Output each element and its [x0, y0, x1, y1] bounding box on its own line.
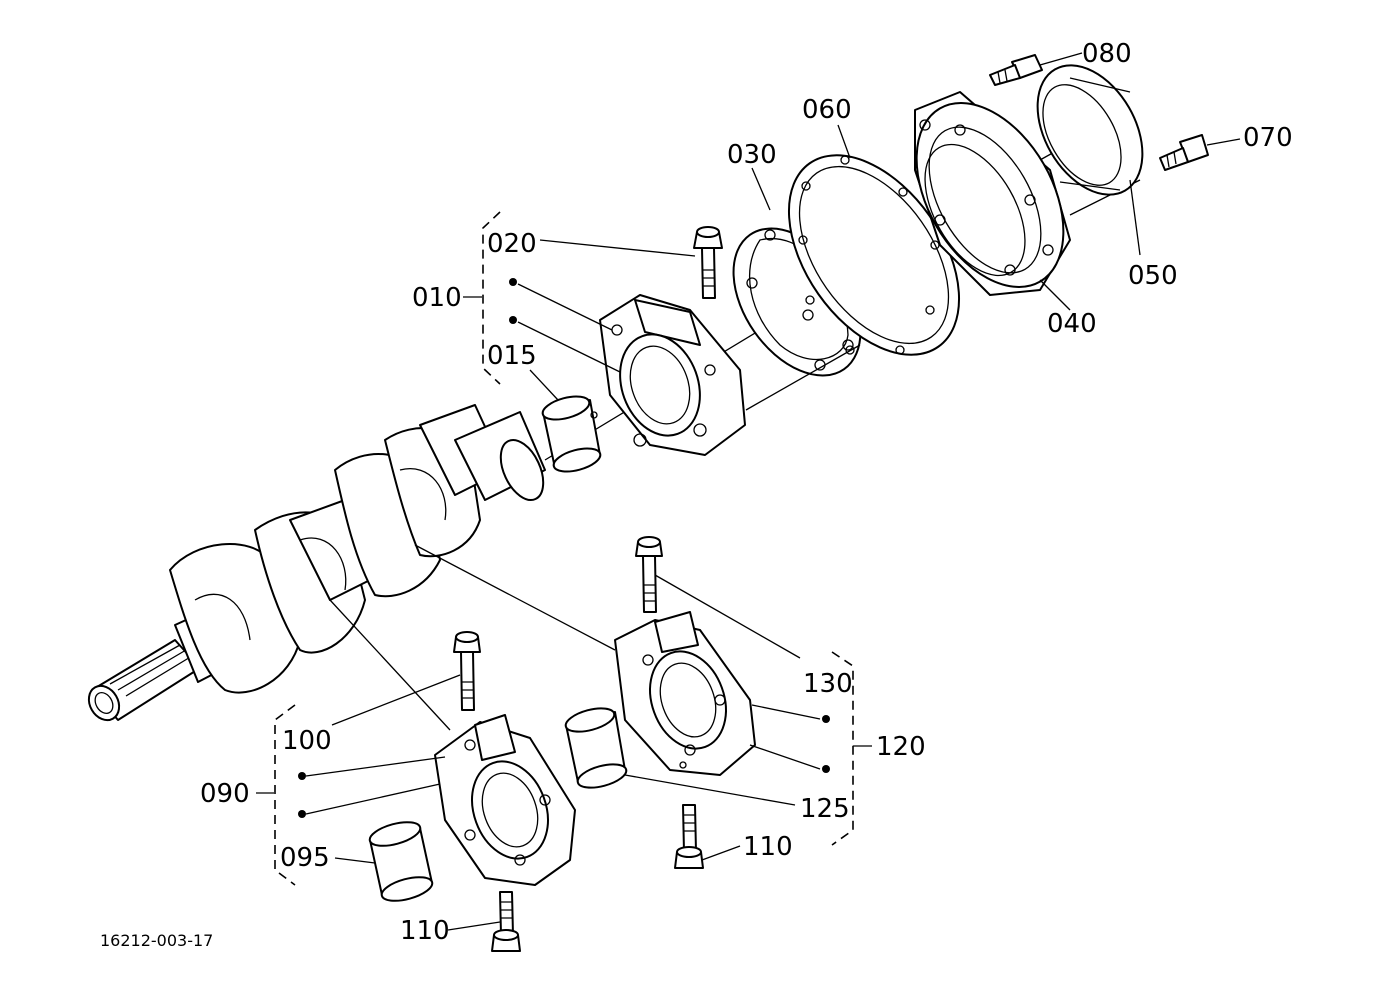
part-label-015: 015: [487, 341, 537, 371]
bearing-case-090: [434, 714, 576, 886]
subpart-dot: [822, 715, 830, 723]
part-label-040: 040: [1047, 309, 1097, 339]
bolt-070: [1159, 134, 1209, 171]
drawing-reference: 16212-003-17: [100, 931, 213, 950]
part-label-020: 020: [487, 229, 537, 259]
part-label-080: 080: [1082, 39, 1132, 69]
part-label-060: 060: [802, 95, 852, 125]
part-label-050: 050: [1128, 261, 1178, 291]
crankshaft: [87, 404, 546, 722]
subpart-dot: [298, 810, 306, 818]
part-label-110-right: 110: [743, 832, 793, 862]
subpart-dot: [509, 316, 517, 324]
part-label-120: 120: [876, 732, 926, 762]
leader-lines: [256, 52, 1241, 931]
part-label-130: 130: [803, 669, 853, 699]
bolt-080: [989, 54, 1043, 86]
part-label-110-bottom: 110: [400, 916, 450, 946]
bolt-110-bottom: [491, 891, 521, 952]
part-label-010: 010: [412, 283, 462, 313]
bolt-110-right: [674, 804, 704, 869]
bolt-130: [635, 536, 663, 613]
subpart-dot: [822, 765, 830, 773]
oil-seal-050: [1036, 64, 1144, 196]
bearing-125: [564, 707, 628, 789]
bracket-120: [831, 651, 854, 846]
subpart-dot: [298, 772, 306, 780]
bearing-case-010: [599, 294, 746, 456]
part-label-070: 070: [1243, 123, 1293, 153]
part-label-090: 090: [200, 779, 250, 809]
seal-case-040: [914, 91, 1071, 296]
bolt-100: [453, 631, 481, 711]
bearing-015: [541, 395, 602, 473]
part-label-100: 100: [282, 726, 332, 756]
bearing-095: [368, 821, 434, 902]
part-label-095: 095: [280, 843, 330, 873]
part-label-030: 030: [727, 140, 777, 170]
subpart-dot: [509, 278, 517, 286]
bearing-case-120: [614, 611, 756, 776]
part-label-125: 125: [800, 794, 850, 824]
bolt-020: [693, 226, 723, 299]
bracket-010: [482, 211, 501, 385]
bracket-090: [274, 704, 296, 886]
